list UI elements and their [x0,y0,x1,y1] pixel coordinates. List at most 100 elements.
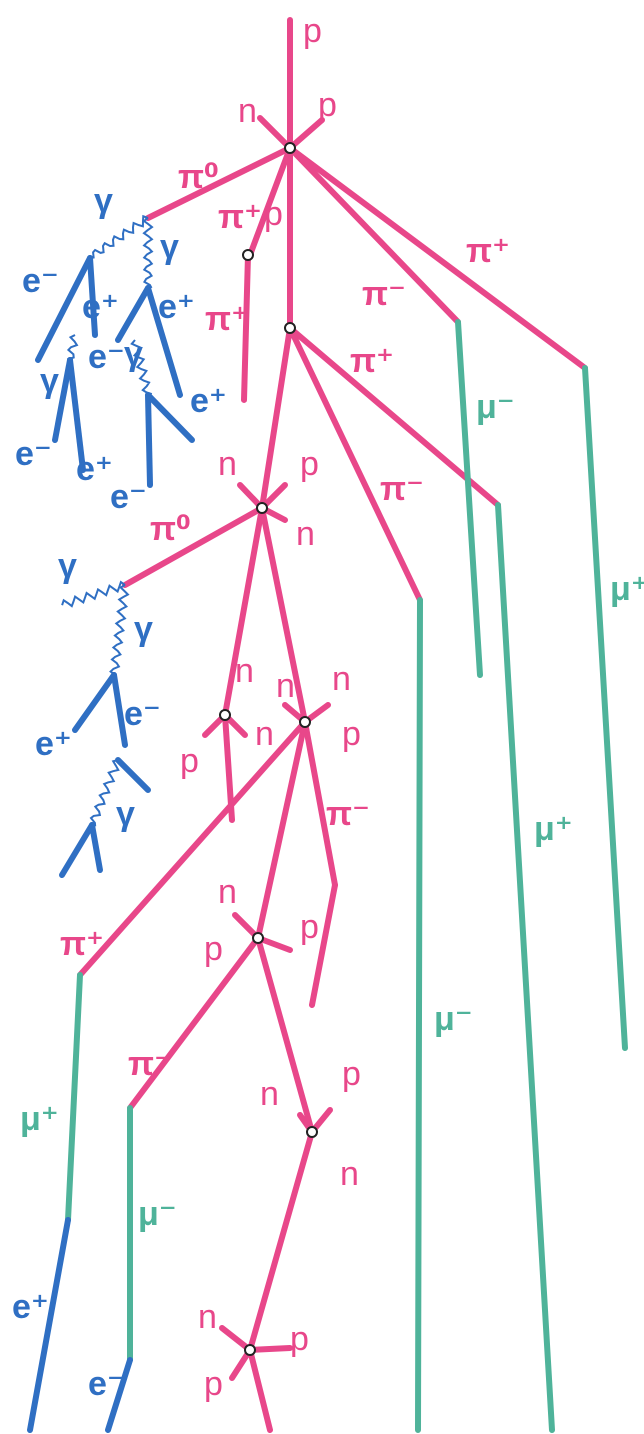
muon-track-41 [415,597,423,1433]
label-pi-zero-78: π⁰ [178,158,219,196]
label-neutron-97: n [218,873,237,911]
label-positron-129: e⁺ [35,725,72,763]
label-pi-plus-81: π⁺ [466,232,510,270]
photon-track-59 [92,214,149,259]
hadron-track-21 [77,719,308,978]
hadron-track-11 [287,325,423,603]
label-photon-115: γ [160,228,179,266]
electron-track-53 [145,392,195,443]
label-proton-75: p [303,12,322,50]
label-proton-94: p [342,715,361,753]
label-positron-122: e⁺ [190,382,227,420]
label-positron-118: e⁺ [158,288,195,326]
vertex-74 [244,1344,256,1356]
label-neutron-93: n [255,715,274,753]
hadron-track-15 [122,505,265,588]
label-proton-98: p [204,930,223,968]
label-electron-116: e⁻ [22,262,59,300]
vertex-66 [284,142,296,154]
label-pi-plus-79: π⁺ [218,198,262,236]
hadron-track-16 [222,505,265,718]
label-pi-plus-84: π⁺ [350,342,394,380]
hadron-track-34 [247,1347,273,1433]
hadron-track-22 [302,719,338,888]
label-proton-77: p [318,86,337,124]
label-photon-130: γ [116,795,135,833]
label-positron-124: e⁺ [76,450,113,488]
label-pi-zero-89: π⁰ [150,510,191,548]
photon-wavy-tracks [61,214,154,827]
muon-track-40 [495,502,555,1433]
muon-track-38 [455,319,483,678]
electron-track-48 [115,285,151,343]
hadron-track-17 [259,505,308,725]
label-photon-127: γ [134,610,153,648]
label-neutron-104: n [340,1155,359,1193]
vertex-71 [299,716,311,728]
electron-track-47 [87,255,98,338]
label-proton-107: p [204,1365,223,1403]
label-mu-minus-113: μ⁻ [138,1195,177,1233]
label-electron-128: e⁻ [124,695,161,733]
photon-track-63 [61,580,126,608]
label-electron-123: e⁻ [15,435,52,473]
label-mu-plus-110: μ⁺ [534,810,573,848]
electron-track-46 [35,255,93,363]
label-neutron-76: n [238,92,257,130]
electron-track-54 [72,672,117,733]
hadron-track-28 [255,935,315,1135]
muon-track-42 [65,972,83,1223]
label-positron-117: e⁺ [82,288,119,326]
interaction-vertices [219,142,318,1356]
electron-track-49 [145,285,183,398]
electron-track-44 [27,1217,71,1433]
electron-track-57 [59,822,95,878]
particle-tracks [27,17,628,1433]
label-photon-114: γ [94,182,113,220]
hadron-track-4 [247,145,293,258]
photon-track-62 [130,339,153,396]
hadron-track-6 [287,145,588,371]
label-proton-86: p [300,445,319,483]
vertex-73 [306,1126,318,1138]
label-mu-minus-111: μ⁻ [434,1000,473,1038]
vertex-70 [219,709,231,721]
hadron-track-3 [145,145,293,221]
hadron-track-31 [247,1129,315,1353]
label-electron-132: e⁻ [88,1365,125,1403]
hadron-track-23 [309,882,338,1008]
label-neutron-92: n [332,660,351,698]
label-neutron-105: n [198,1298,217,1336]
muon-track-39 [582,365,628,1051]
label-pi-minus-87: π⁻ [380,470,424,508]
label-pi-plus-83: π⁺ [205,300,249,338]
label-mu-plus-112: μ⁺ [20,1100,59,1138]
label-neutron-88: n [296,515,315,553]
hadron-track-2 [287,117,325,151]
electron-track-50 [52,357,73,443]
electron-track-55 [111,672,128,748]
hadron-track-1 [257,115,293,151]
label-mu-plus-109: μ⁺ [610,570,644,608]
hadron-track-27 [127,935,261,1111]
hadron-track-9 [259,325,293,511]
hadron-track-36 [247,1345,293,1353]
label-positron-131: e⁺ [12,1288,49,1326]
label-proton-103: p [342,1055,361,1093]
label-pi-minus-101: π⁻ [128,1045,172,1083]
hadron-track-5 [241,252,251,403]
electron-track-52 [145,392,153,488]
label-electron-125: e⁻ [110,478,147,516]
hadron-track-10 [287,325,501,508]
label-neutron-102: n [260,1075,279,1113]
vertex-69 [256,502,268,514]
label-pi-plus-100: π⁺ [60,925,104,963]
electron-track-56 [115,757,151,793]
vertex-67 [242,249,254,261]
label-pi-minus-82: π⁻ [362,275,406,313]
label-neutron-90: n [235,652,254,690]
hadron-track-7 [287,145,461,325]
photon-track-65 [89,759,120,827]
